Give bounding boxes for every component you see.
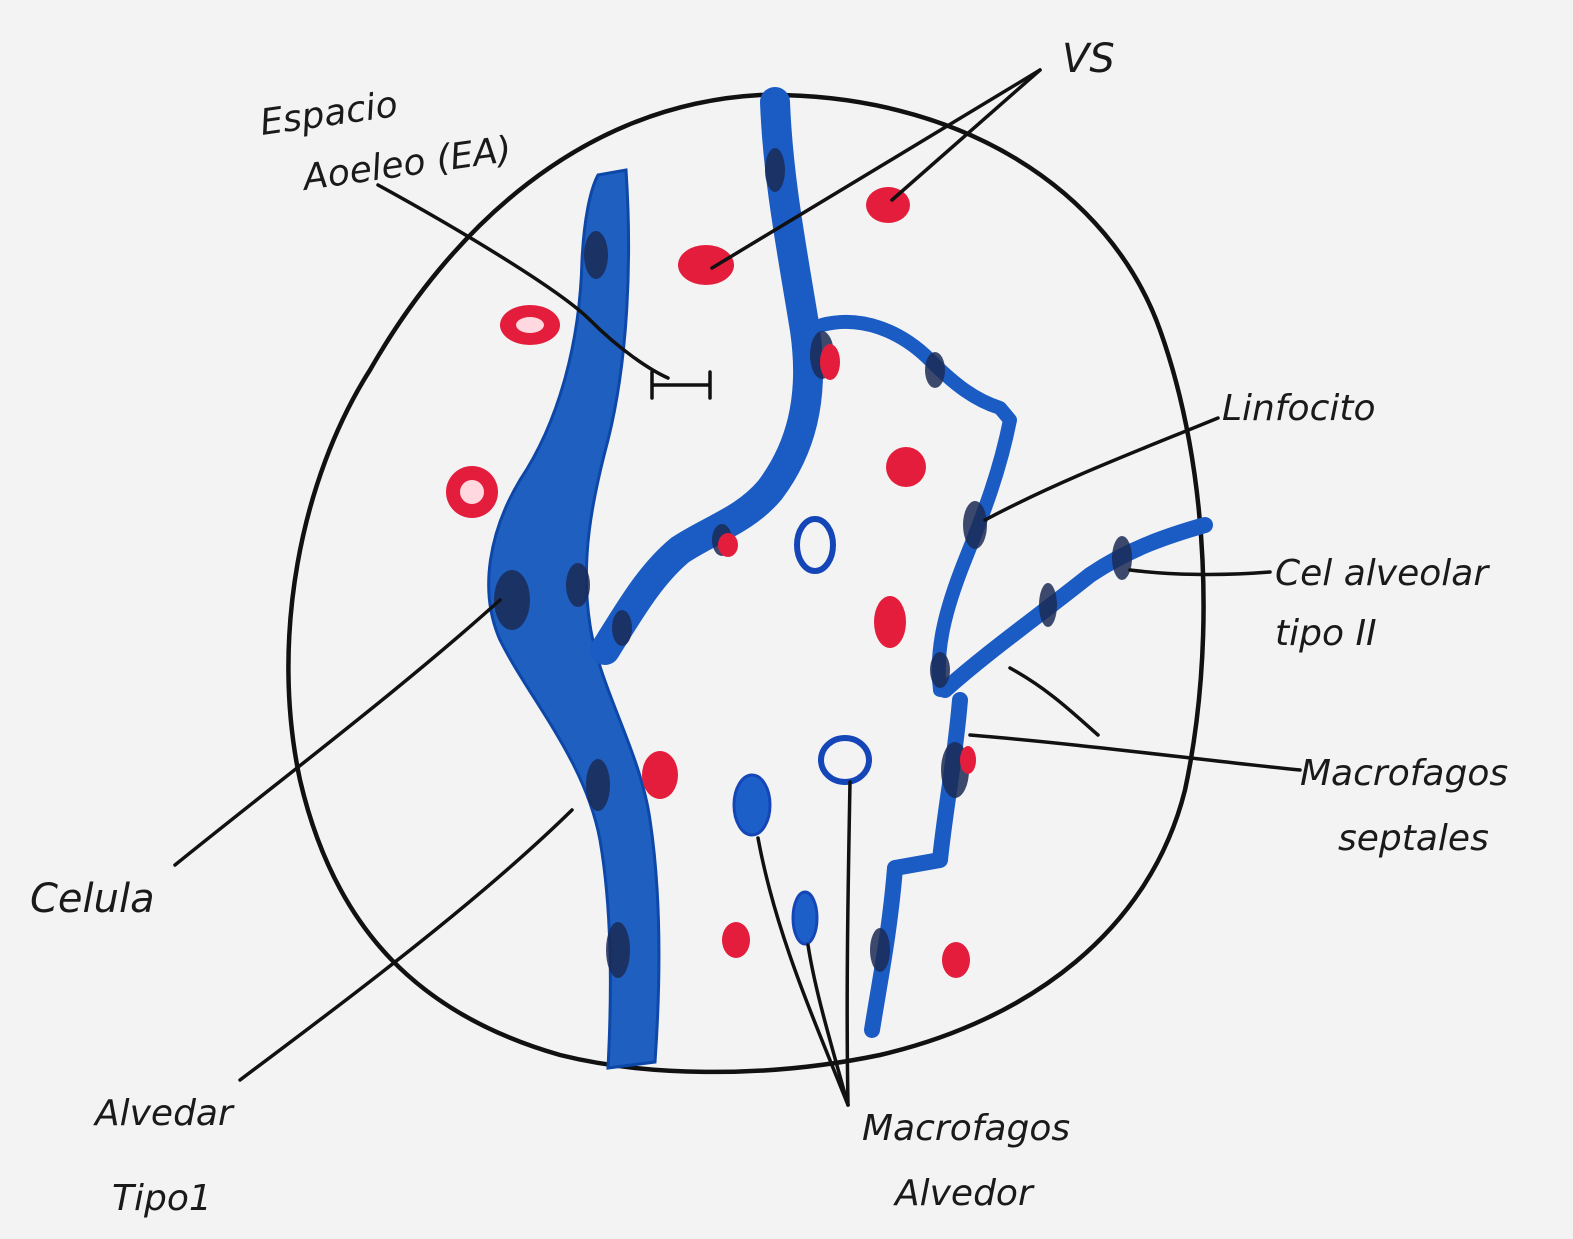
septal-branch-right <box>945 525 1205 690</box>
label-alveolar-tipo1-line1: Alvedar <box>93 1093 235 1134</box>
red-blood-cell <box>722 922 750 958</box>
red-blood-cell-ring <box>446 466 498 518</box>
leader-cel-alveolar <box>1130 570 1270 574</box>
label-linfocito: Linfocito <box>1222 388 1376 429</box>
red-blood-cell <box>718 533 738 557</box>
red-blood-cell <box>960 746 976 774</box>
nucleus <box>1112 536 1132 580</box>
red-blood-cell <box>874 596 906 648</box>
red-blood-cell <box>642 751 678 799</box>
label-macrofagos-alveolar-line1: Macrofagos <box>862 1108 1070 1149</box>
leader-linfocito <box>985 418 1218 520</box>
alveolar-macrophage <box>797 519 833 571</box>
label-macrofagos-septales-line2: septales <box>1338 818 1489 859</box>
nucleus <box>584 231 608 279</box>
label-macrofagos-alveolar-line2: Alvedor <box>893 1173 1035 1214</box>
red-blood-cell <box>866 187 910 223</box>
alveolar-macrophage <box>821 738 869 782</box>
leader-celula <box>175 600 500 865</box>
label-macrofagos-septales-line1: Macrofagos <box>1300 753 1508 794</box>
label-espacio-line2: Aoeleo (EA) <box>299 129 515 199</box>
red-blood-cell <box>886 447 926 487</box>
nucleus <box>930 652 950 688</box>
nucleus <box>925 352 945 388</box>
red-blood-cell-ring <box>500 305 560 345</box>
leader-alveolar-tipo1 <box>240 810 572 1080</box>
label-vs: VS <box>1062 36 1115 82</box>
nucleus <box>606 922 630 978</box>
leader-macrofagos-alveolar-2 <box>808 945 848 1105</box>
nucleus <box>765 148 785 192</box>
leader-macrofagos-septales-1 <box>970 735 1300 770</box>
nucleus <box>612 610 632 646</box>
label-celula: Celula <box>30 876 155 922</box>
label-alveolar-tipo1-line2: Tipo1 <box>112 1178 212 1219</box>
label-cel-alveolar-line2: tipo II <box>1275 613 1377 654</box>
nucleus <box>870 928 890 972</box>
red-blood-cell <box>820 344 840 380</box>
leader-macrofagos-septales-2 <box>1010 668 1098 735</box>
red-blood-cell <box>942 942 970 978</box>
red-blood-cell <box>678 245 734 285</box>
alveolar-macrophage <box>734 775 770 835</box>
nucleus <box>586 759 610 811</box>
leader-vs-2 <box>892 70 1040 200</box>
nucleus <box>566 563 590 607</box>
label-espacio-line1: Espacio <box>258 84 401 144</box>
nucleus <box>963 501 987 549</box>
leader-macrofagos-alveolar-3 <box>847 782 850 1105</box>
alveolar-macrophage <box>793 892 817 944</box>
microscope-field-circle <box>288 95 1203 1072</box>
nucleus <box>1039 583 1057 627</box>
label-cel-alveolar-line1: Cel alveolar <box>1275 553 1490 594</box>
